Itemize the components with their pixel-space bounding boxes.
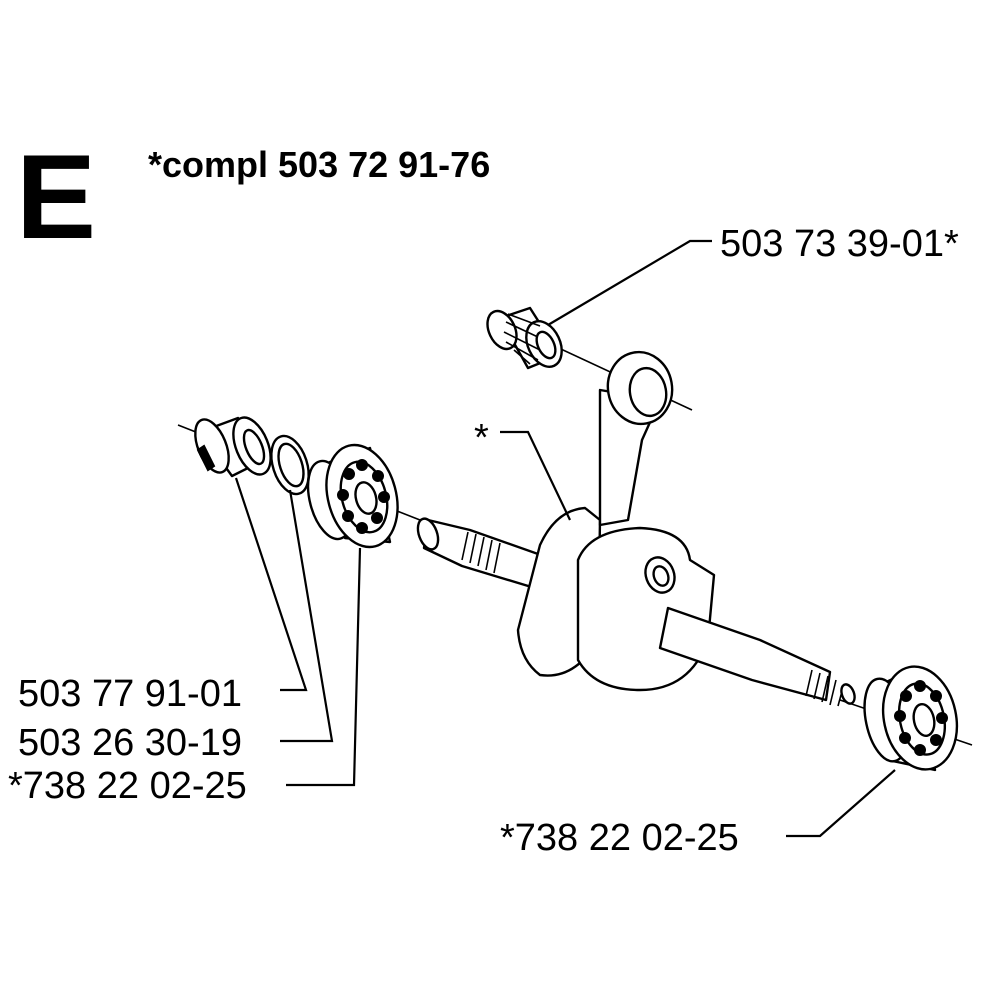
bearing-right-balls [894,680,948,756]
part-number-bearing-right: *738 22 02-25 [500,817,739,859]
leader-ring [280,489,334,743]
bearing-right-part [863,665,959,772]
needle-rollers [503,313,541,365]
assembly-label: *compl 503 72 91-76 [148,144,490,185]
bearing-left-part [306,443,399,549]
part-number-crankshaft: * [474,417,489,459]
leader-seal [234,477,308,692]
crankshaft-part [416,350,856,707]
section-letter: E [16,130,96,264]
part-number-bearing-left: *738 22 02-25 [8,765,247,807]
seal-part [194,416,272,478]
leader-needle-bearing [547,239,712,326]
leader-crankshaft [500,430,571,521]
leader-bearing-left [286,547,362,787]
ring-part [270,434,310,496]
bearing-left-balls [337,459,390,534]
left-thread [461,531,501,574]
part-number-ring: 503 26 30-19 [18,722,242,764]
part-number-needle-bearing: 503 73 39-01* [720,223,959,265]
leader-lines [234,239,896,838]
needle-bearing-part [486,306,563,370]
leader-bearing-right [786,769,896,838]
part-number-seal: 503 77 91-01 [18,673,242,715]
